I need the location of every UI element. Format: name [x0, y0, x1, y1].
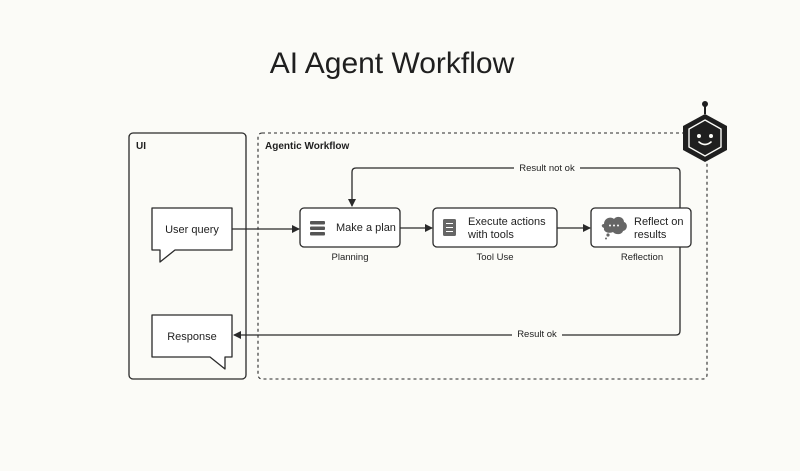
- make-plan-node: Make a plan: [299, 207, 401, 248]
- execute-label-line2: with tools: [467, 229, 514, 241]
- document-icon: [443, 219, 456, 236]
- page-title: AI Agent Workflow: [270, 47, 515, 80]
- reflect-node: Reflect on results: [590, 207, 692, 248]
- execute-actions-node: Execute actions with tools: [432, 207, 558, 248]
- reflection-caption: Reflection: [621, 252, 663, 263]
- result-ok-label: Result ok: [517, 329, 557, 340]
- agentic-workflow-panel: [257, 132, 708, 380]
- reflect-label-line1: Reflect on: [634, 216, 684, 228]
- user-query-label: User query: [165, 224, 219, 236]
- result-not-ok-label: Result not ok: [519, 163, 575, 174]
- thought-bubble-icon: [601, 216, 627, 240]
- tool-use-caption: Tool Use: [477, 252, 514, 263]
- edge-label-bg: [512, 327, 562, 340]
- execute-label-line1: Execute actions: [468, 216, 546, 228]
- ui-panel: [128, 132, 247, 380]
- edge-label-bg: [514, 161, 580, 174]
- planning-caption: Planning: [332, 252, 369, 263]
- user-query-node: User query: [151, 207, 233, 263]
- list-icon: [310, 221, 325, 236]
- agentic-workflow-label: Agentic Workflow: [265, 141, 349, 152]
- ui-panel-label: UI: [136, 141, 146, 152]
- arrow-result-ok: [233, 247, 681, 339]
- make-plan-label: Make a plan: [336, 222, 396, 234]
- reflect-label-line2: results: [634, 229, 667, 241]
- robot-hexagon-icon: [683, 101, 727, 162]
- response-label: Response: [167, 331, 217, 343]
- response-node: Response: [151, 314, 233, 370]
